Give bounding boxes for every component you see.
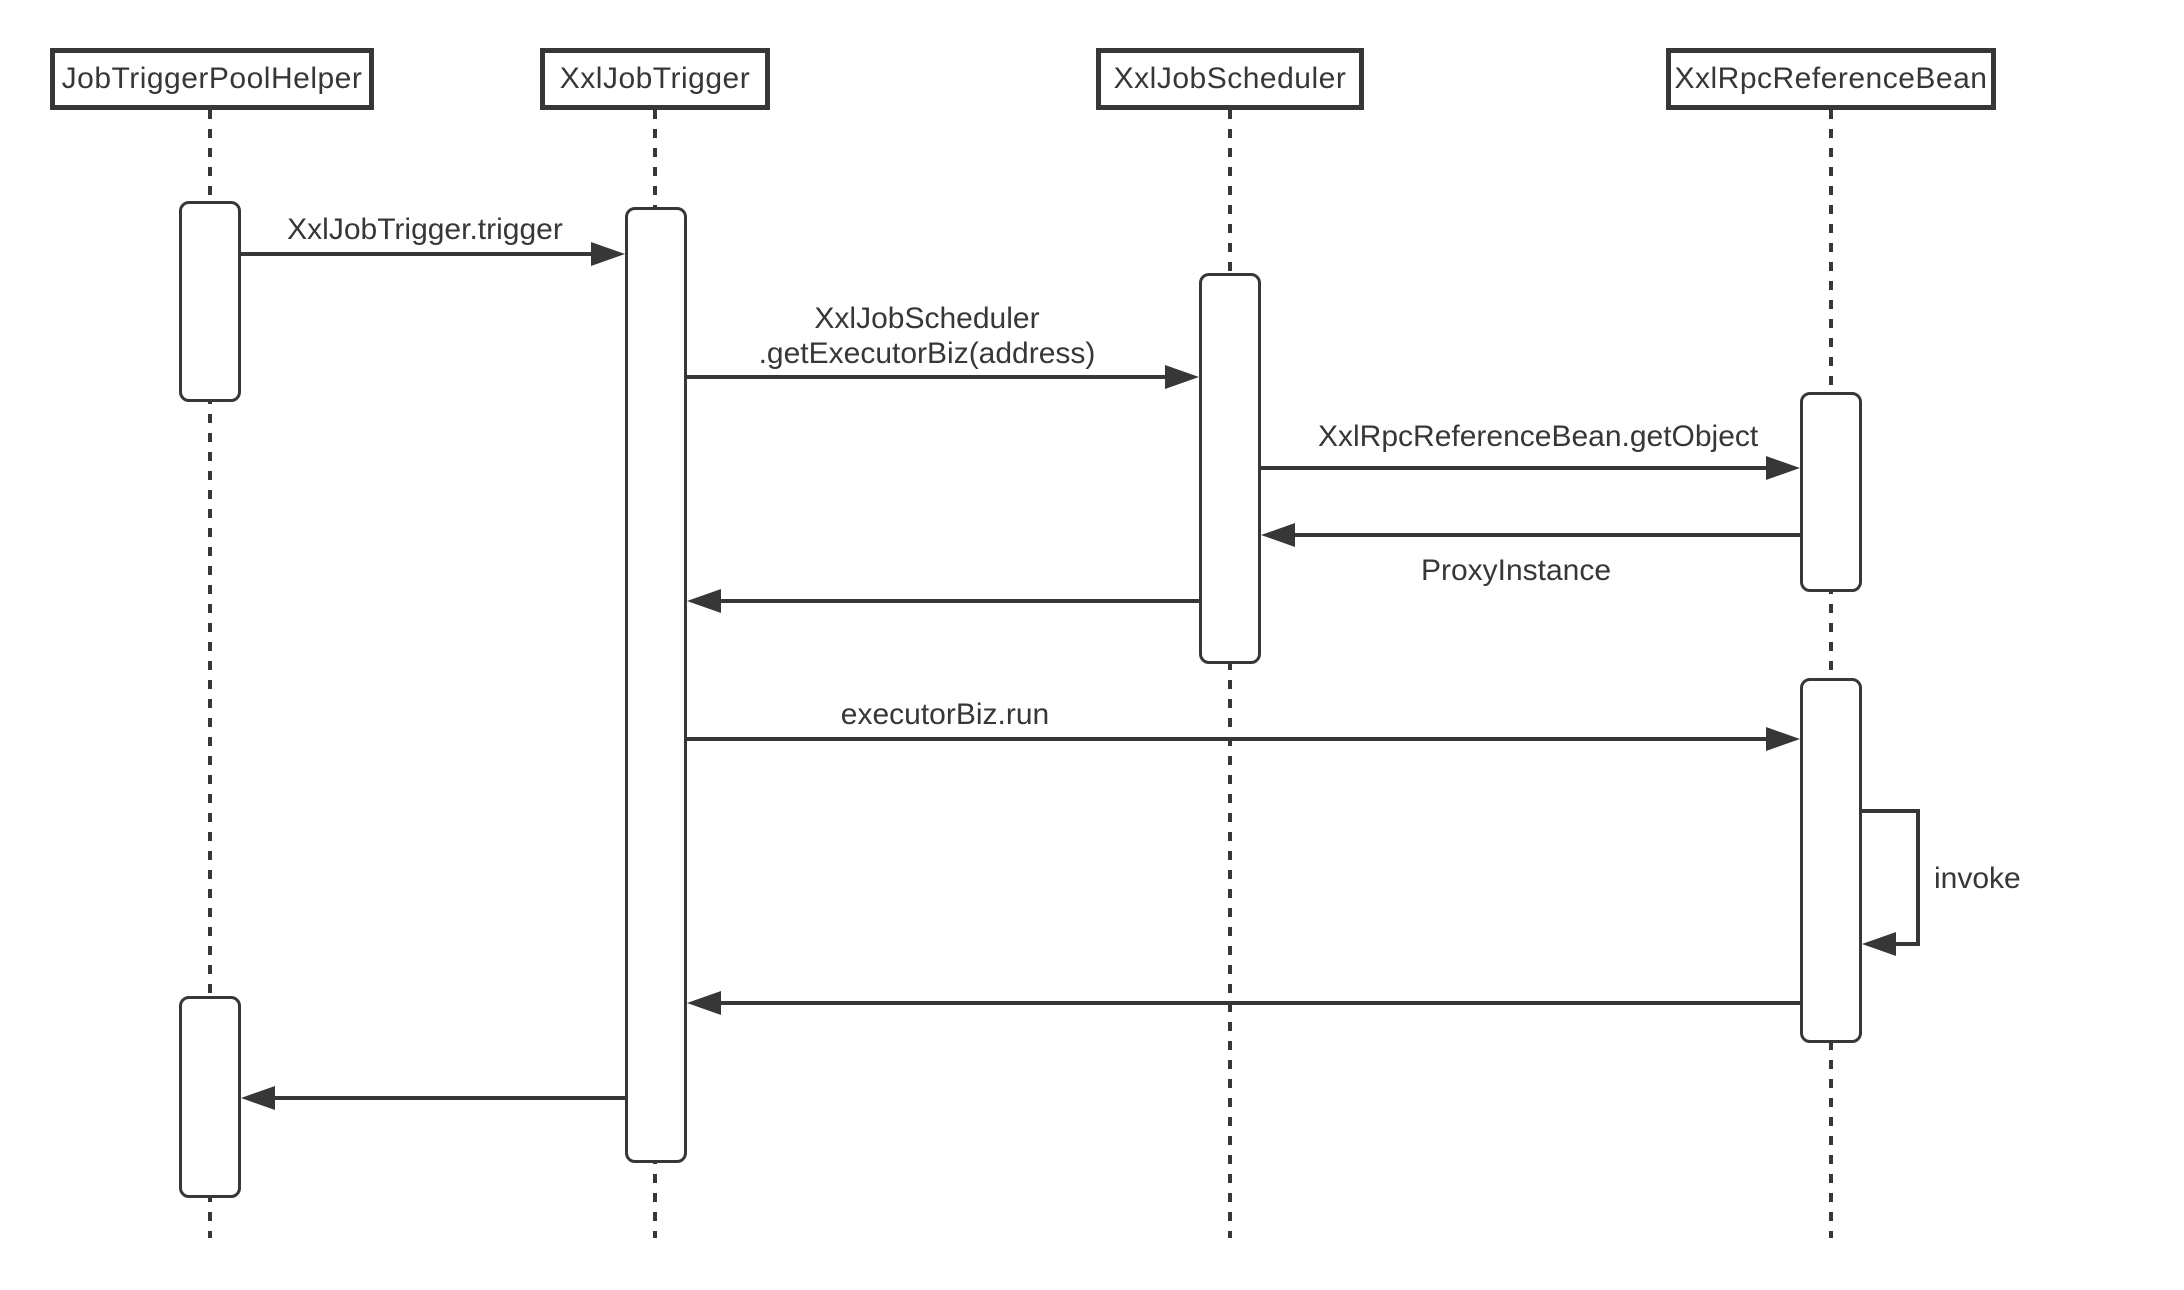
m2-message-label: XxlJobScheduler .getExecutorBiz(address)	[727, 301, 1127, 371]
m3-message-line	[1261, 466, 1768, 470]
activation-xxl-rpc-reference-bean-2	[1800, 678, 1862, 1043]
actor-label-xxl-job-scheduler: XxlJobScheduler	[1113, 62, 1347, 95]
m5-arrowhead	[687, 589, 721, 613]
m2-message-label-line1: XxlJobScheduler	[814, 302, 1040, 335]
lifeline-job-trigger-pool-helper	[208, 110, 212, 1238]
m4-message-label: ProxyInstance	[1420, 554, 1612, 587]
m6-message-line	[687, 737, 1766, 741]
m1-message-label: XxlJobTrigger.trigger	[287, 213, 563, 246]
m7-self-call-vertical-line	[1916, 809, 1920, 946]
m9-arrowhead	[241, 1086, 275, 1110]
m9-message-line	[271, 1096, 625, 1100]
activation-xxl-job-scheduler	[1199, 273, 1261, 664]
m6-message-label: executorBiz.run	[840, 698, 1050, 731]
actor-label-job-trigger-pool-helper: JobTriggerPoolHelper	[61, 62, 363, 95]
actor-box-xxl-job-scheduler: XxlJobScheduler	[1096, 48, 1364, 110]
lifeline-xxl-job-scheduler	[1228, 110, 1232, 1238]
m4-arrowhead	[1261, 523, 1295, 547]
m7-message-label: invoke	[1934, 862, 2021, 895]
activation-xxl-rpc-reference-bean-1	[1800, 392, 1862, 592]
m8-message-line	[717, 1001, 1800, 1005]
m6-arrowhead	[1766, 727, 1800, 751]
activation-job-trigger-pool-helper-1	[179, 201, 241, 402]
m1-arrowhead	[591, 242, 625, 266]
m3-arrowhead	[1766, 456, 1800, 480]
m2-message-line	[687, 375, 1167, 379]
activation-xxl-job-trigger	[625, 207, 687, 1163]
m5-message-line	[717, 599, 1199, 603]
actor-box-xxl-job-trigger: XxlJobTrigger	[540, 48, 770, 110]
lifeline-xxl-rpc-reference-bean	[1829, 110, 1833, 1238]
activation-job-trigger-pool-helper-2	[179, 996, 241, 1198]
m4-message-line	[1291, 533, 1800, 537]
m7-self-call-bottom-line	[1890, 942, 1920, 946]
m2-message-label-line2: .getExecutorBiz(address)	[758, 337, 1096, 370]
m7-self-call-top-line	[1862, 809, 1920, 813]
m2-arrowhead	[1165, 365, 1199, 389]
m8-arrowhead	[687, 991, 721, 1015]
actor-box-xxl-rpc-reference-bean: XxlRpcReferenceBean	[1666, 48, 1996, 110]
m1-message-line	[241, 252, 593, 256]
actor-box-job-trigger-pool-helper: JobTriggerPoolHelper	[50, 48, 374, 110]
m7-arrowhead	[1862, 932, 1896, 956]
actor-label-xxl-rpc-reference-bean: XxlRpcReferenceBean	[1674, 62, 1988, 95]
actor-label-xxl-job-trigger: XxlJobTrigger	[559, 62, 751, 95]
m3-message-label: XxlRpcReferenceBean.getObject	[1318, 420, 1759, 453]
